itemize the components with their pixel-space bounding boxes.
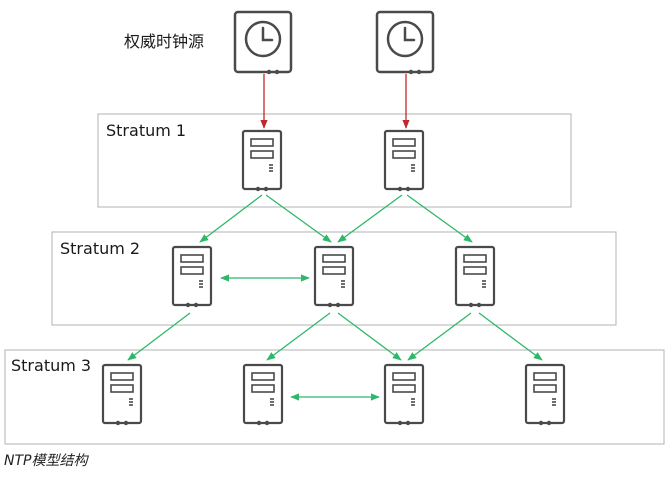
stratum-1-label: Stratum 1 (106, 121, 186, 140)
sync-link (407, 312, 472, 361)
sync-link (337, 194, 403, 243)
clock-icon (233, 10, 293, 76)
server-icon (524, 363, 566, 427)
sync-link (266, 312, 331, 361)
server-icon (313, 245, 355, 309)
stratum-3-label: Stratum 3 (11, 356, 91, 375)
sync-link (337, 312, 402, 361)
sync-link (406, 194, 473, 243)
server-icon (454, 245, 496, 309)
diagram-caption: NTP模型结构 (4, 453, 89, 469)
stratum-1-box (97, 113, 572, 208)
clock-icon (375, 10, 435, 76)
sync-link (127, 312, 191, 361)
server-icon (242, 363, 284, 427)
stratum-2-label: Stratum 2 (60, 239, 140, 258)
sync-link (265, 194, 332, 243)
server-icon (383, 363, 425, 427)
server-icon (171, 245, 213, 309)
source-label: 权威时钟源 (124, 32, 204, 51)
server-icon (241, 129, 283, 193)
server-icon (383, 129, 425, 193)
sync-link (199, 194, 263, 243)
sync-link (478, 312, 543, 361)
server-icon (101, 363, 143, 427)
